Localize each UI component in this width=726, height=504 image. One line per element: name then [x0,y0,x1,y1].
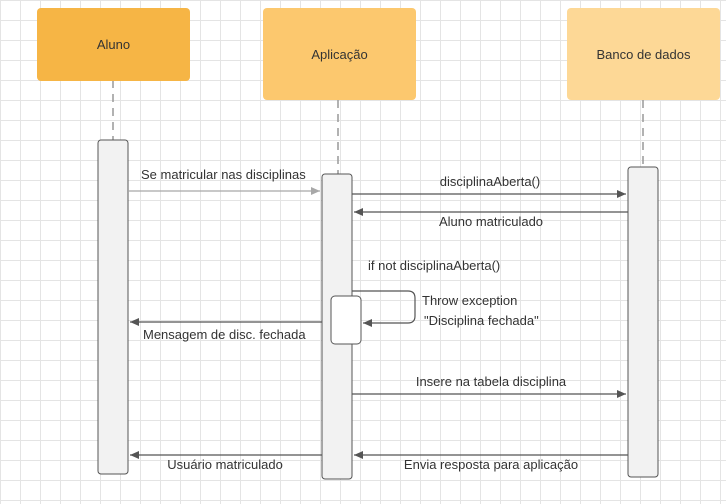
participant-aluno: Aluno [37,8,190,81]
message-label-3: Aluno matriculado [438,214,544,229]
message-label-6: Mensagem de disc. fechada [143,327,306,342]
message-label-8: Envia resposta para aplicação [403,457,579,472]
activation-aluno [97,139,129,475]
message-arrow-self [352,290,416,327]
activation-banco [627,166,659,478]
message-label-4: if not disciplinaAberta() [368,258,501,273]
activation-aplicacao-self [330,295,362,345]
participant-aplicacao: Aplicação [263,8,416,100]
message-label-5-line2: "Disciplina fechada" [424,313,539,328]
message-label-7: Insere na tabela disciplina [415,374,567,389]
message-label-1: Se matricular nas disciplinas [141,167,306,182]
participant-banco-de-dados: Banco de dados [567,8,720,100]
message-label-9: Usuário matriculado [167,457,283,472]
message-label-2: disciplinaAberta() [439,174,541,189]
message-label-5-line1: Throw exception [422,293,518,308]
